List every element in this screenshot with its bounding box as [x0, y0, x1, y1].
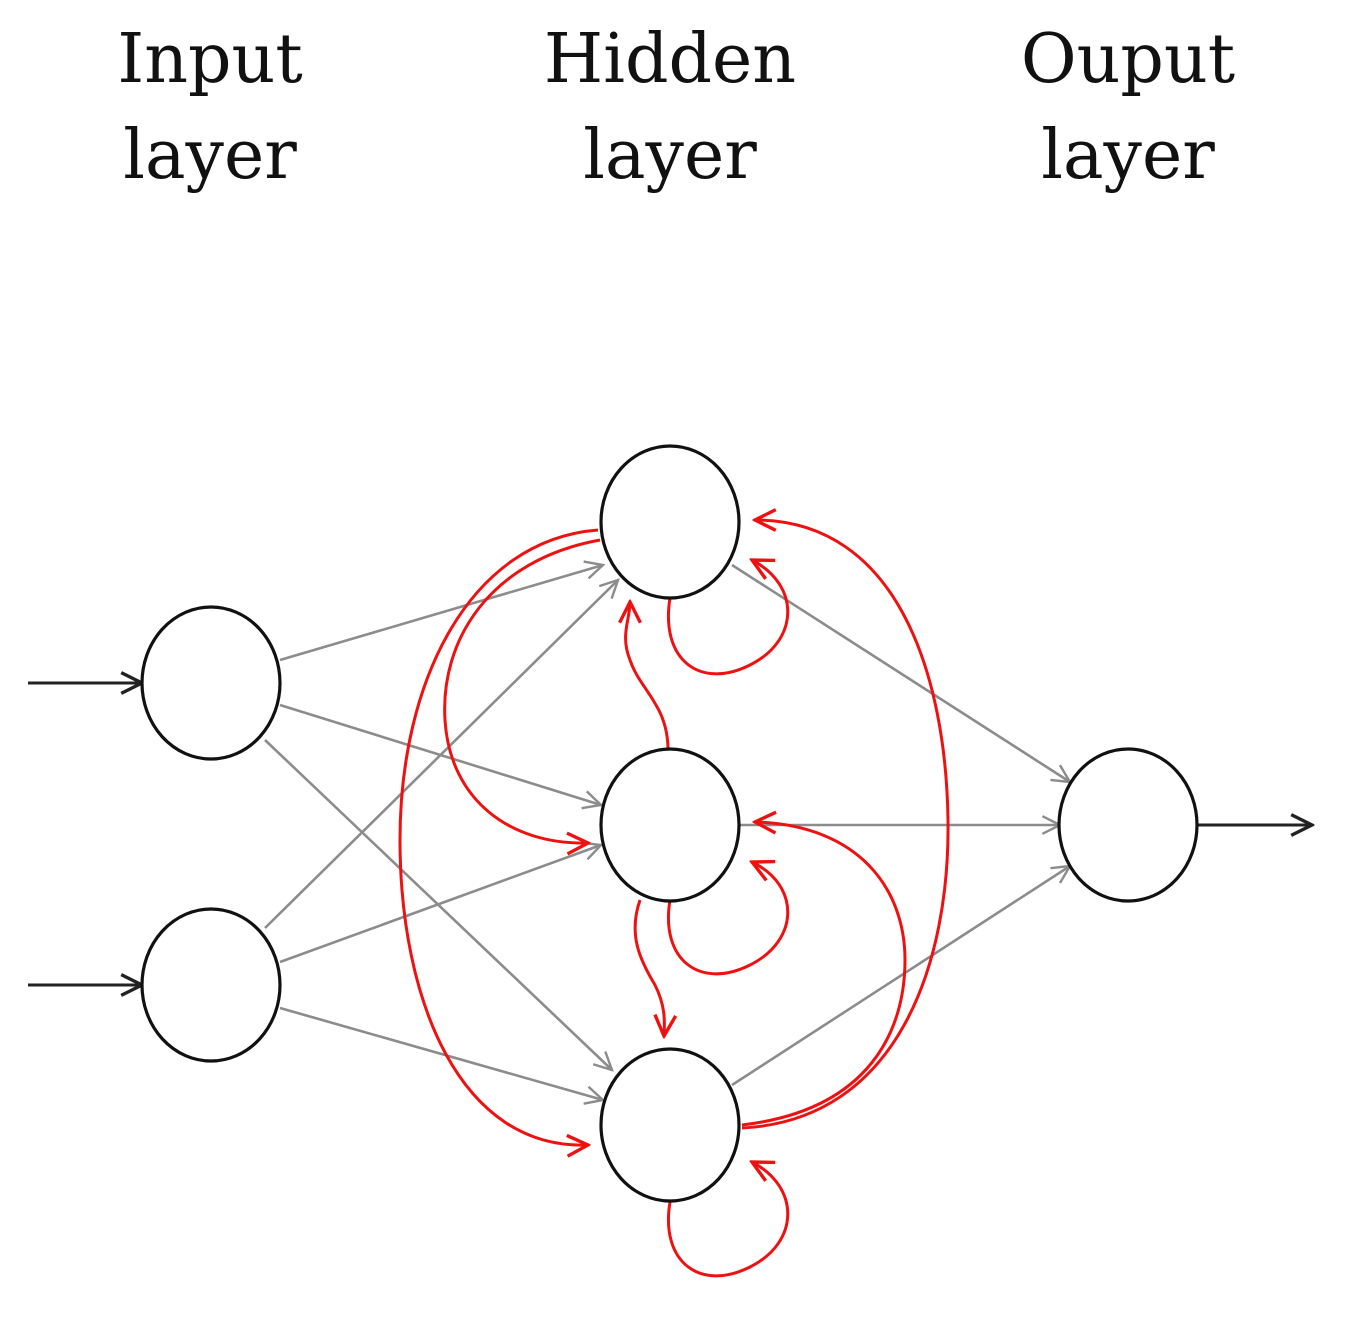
hidden-node-2 — [599, 747, 741, 903]
hidden-node-3 — [599, 1047, 741, 1203]
recurrent-h2-h3 — [633, 899, 664, 1036]
self-loop-h2 — [667, 862, 790, 976]
output-node-1 — [1057, 747, 1199, 903]
input-node-1 — [140, 605, 282, 761]
input-node-2 — [140, 907, 282, 1063]
edge-h3-o1 — [731, 866, 1070, 1087]
recurrent-h3-h2 — [741, 822, 907, 1127]
edge-i2-h2 — [279, 845, 601, 964]
edge-i1-h1 — [279, 565, 603, 662]
output-layer-title-line1: Ouput — [1020, 20, 1236, 99]
output-layer-title-line2: layer — [1041, 116, 1215, 195]
input-layer-title-line2: layer — [123, 116, 297, 195]
input-to-hidden-edges — [264, 565, 618, 1100]
self-loop-h3 — [667, 1162, 790, 1278]
recurrent-h1-h3 — [398, 528, 599, 1145]
edge-i2-h1 — [264, 580, 618, 929]
hidden-node-1 — [599, 444, 741, 600]
recurrent-h3-h1 — [741, 520, 950, 1130]
recurrent-h1-h2 — [443, 538, 601, 843]
hidden-layer-title-line2: layer — [583, 116, 757, 195]
recurrent-h2-h1 — [626, 602, 670, 751]
hidden-layer-title-line1: Hidden — [543, 20, 797, 99]
output-layer-title: Ouput layer — [968, 12, 1288, 204]
recurrent-edges — [398, 520, 950, 1278]
input-layer-title-line1: Input — [117, 20, 303, 99]
input-layer-title: Input layer — [50, 12, 370, 204]
edge-i2-h3 — [279, 1006, 603, 1100]
input-arrows — [28, 683, 142, 985]
self-loop-h1 — [667, 560, 790, 676]
hidden-layer-title: Hidden layer — [510, 12, 830, 204]
edge-h1-o1 — [731, 563, 1070, 782]
nodes — [140, 444, 1199, 1203]
